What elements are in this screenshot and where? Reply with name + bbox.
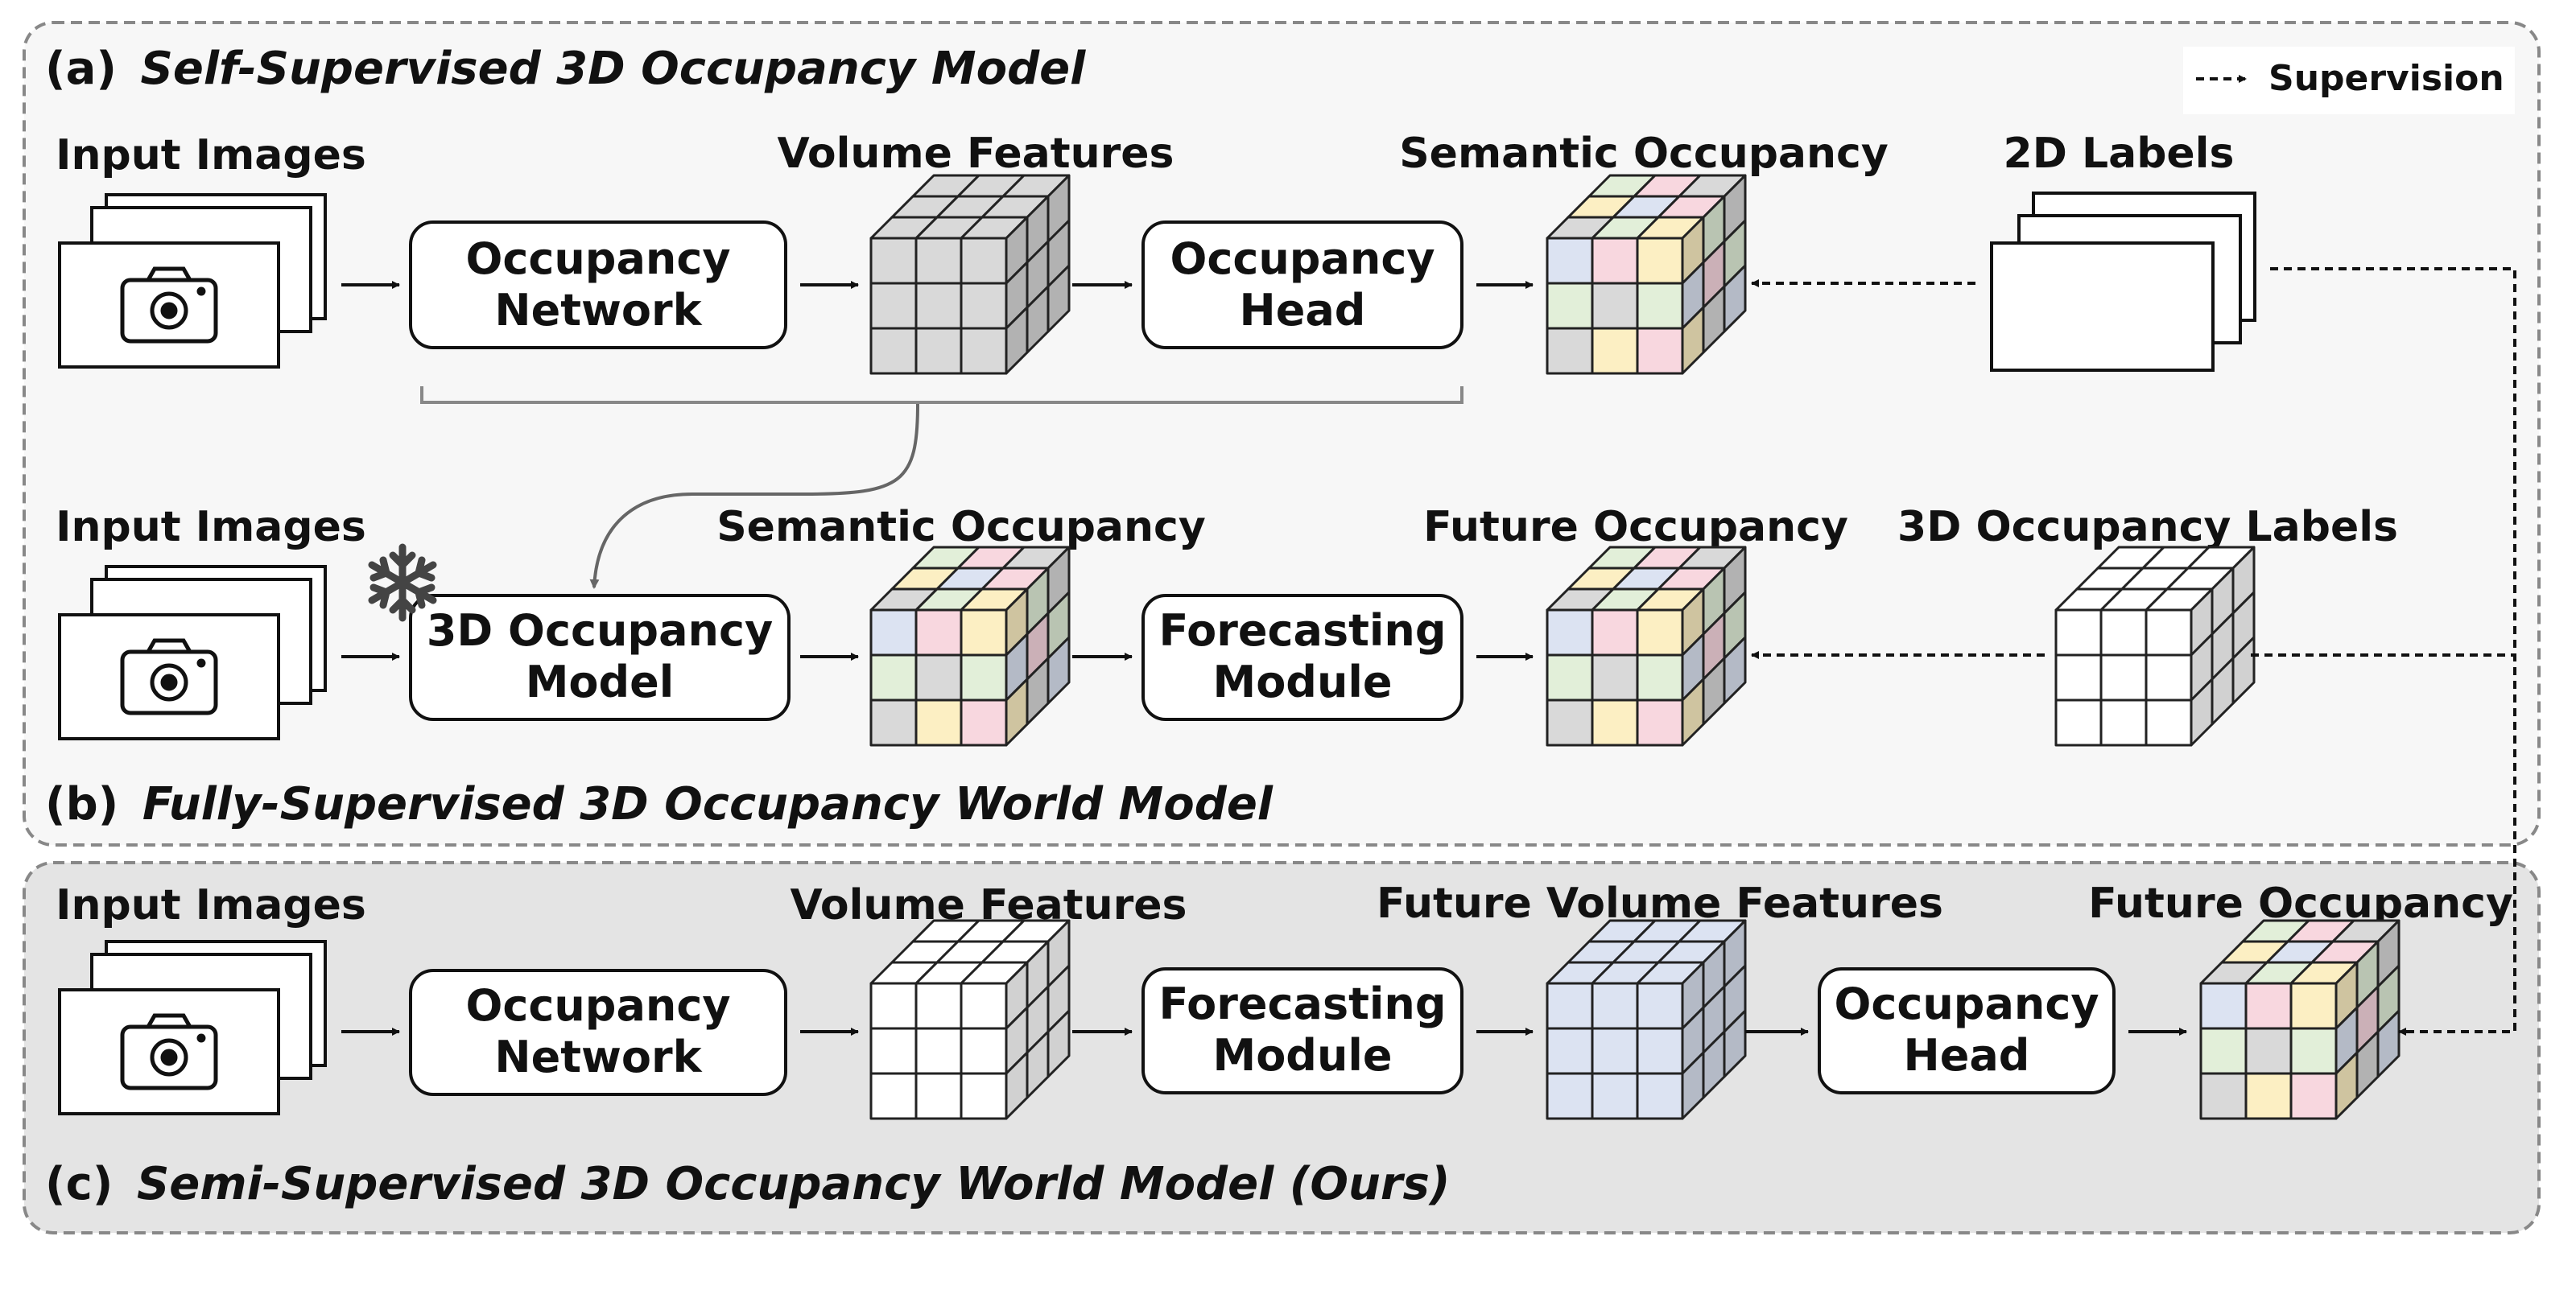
panel-b-input-images xyxy=(58,565,327,740)
panel-b-semantic-occupancy-cube xyxy=(869,546,1071,747)
panel-c-title-text: Semi-Supervised 3D Occupancy World Model… xyxy=(137,1158,1450,1210)
panel-b-model-line1: 3D Occupancy xyxy=(427,605,773,656)
snowflake-icon xyxy=(368,543,437,622)
panel-c-input-images xyxy=(58,940,327,1115)
panel-b-future-occupancy-cube xyxy=(1546,546,1747,747)
panel-c-forecast-line2: Module xyxy=(1212,1030,1392,1081)
panel-c-head-line1: Occupancy xyxy=(1834,979,2099,1029)
reuse-model-connector xyxy=(589,403,919,589)
panel-a-head-line1: Occupancy xyxy=(1170,233,1435,284)
panel-c-input-label: Input Images xyxy=(56,881,366,929)
panel-a-supervision-label: 2D Labels xyxy=(2004,130,2235,178)
panel-c-network-line2: Network xyxy=(494,1032,702,1082)
panel-b-model-line2: Model xyxy=(526,657,675,707)
legend-supervision-label: Supervision xyxy=(2268,58,2504,99)
panel-b-3d-occupancy-labels-cube xyxy=(2054,546,2256,747)
panel-a-input-images xyxy=(58,193,327,369)
panel-c-head-line2: Head xyxy=(1904,1030,2030,1081)
panel-a-semantic-occupancy-cube xyxy=(1546,174,1747,375)
panel-c-future-volume-features-cube xyxy=(1546,919,1747,1120)
voxel-cubes xyxy=(869,174,2401,1120)
panel-a-bracket xyxy=(420,386,1463,404)
panel-c-forecast-line1: Forecasting xyxy=(1158,979,1446,1029)
flow-arrows xyxy=(341,281,2187,1036)
supervision-arrows xyxy=(1751,267,2516,1036)
panel-a-prefix: (a) xyxy=(45,43,117,95)
panel-a-input-label: Input Images xyxy=(56,131,366,179)
panel-c-prefix: (c) xyxy=(45,1158,113,1210)
camera-icon xyxy=(120,1013,218,1090)
panel-a-network-line1: Occupancy xyxy=(465,233,730,284)
panel-b-output-label: Future Occupancy xyxy=(1423,503,1848,551)
panel-b-semantic-label: Semantic Occupancy xyxy=(716,503,1206,551)
panel-c-title: (c) Semi-Supervised 3D Occupancy World M… xyxy=(45,1158,1450,1210)
panel-b-title: (b) Fully-Supervised 3D Occupancy World … xyxy=(45,778,1274,830)
panel-a-volume-features-cube xyxy=(869,174,1071,375)
panel-b-title-text: Fully-Supervised 3D Occupancy World Mode… xyxy=(142,778,1274,830)
panel-a-2d-labels-stack xyxy=(1990,192,2256,372)
panel-c-network-line1: Occupancy xyxy=(465,980,730,1031)
panel-b-forecast-line2: Module xyxy=(1212,657,1392,707)
camera-icon xyxy=(120,638,218,715)
panel-c-volume-features-cube xyxy=(869,919,1071,1120)
panel-b-forecast-line1: Forecasting xyxy=(1158,605,1446,656)
camera-icon xyxy=(120,266,218,344)
panel-a-title: (a) Self-Supervised 3D Occupancy Model xyxy=(45,43,1086,95)
panel-b-supervision-label: 3D Occupancy Labels xyxy=(1897,503,2398,551)
panel-b-prefix: (b) xyxy=(45,778,118,830)
panel-a-head-line2: Head xyxy=(1240,285,1366,336)
panel-a-volume-label: Volume Features xyxy=(777,130,1174,178)
panel-b-input-label: Input Images xyxy=(56,503,366,551)
legend: Supervision xyxy=(2183,47,2515,114)
panel-a-output-label: Semantic Occupancy xyxy=(1399,130,1889,178)
panel-a-title-text: Self-Supervised 3D Occupancy Model xyxy=(141,43,1087,95)
panel-c-future-occupancy-cube xyxy=(2199,919,2401,1120)
panel-a-network-line2: Network xyxy=(494,285,702,336)
